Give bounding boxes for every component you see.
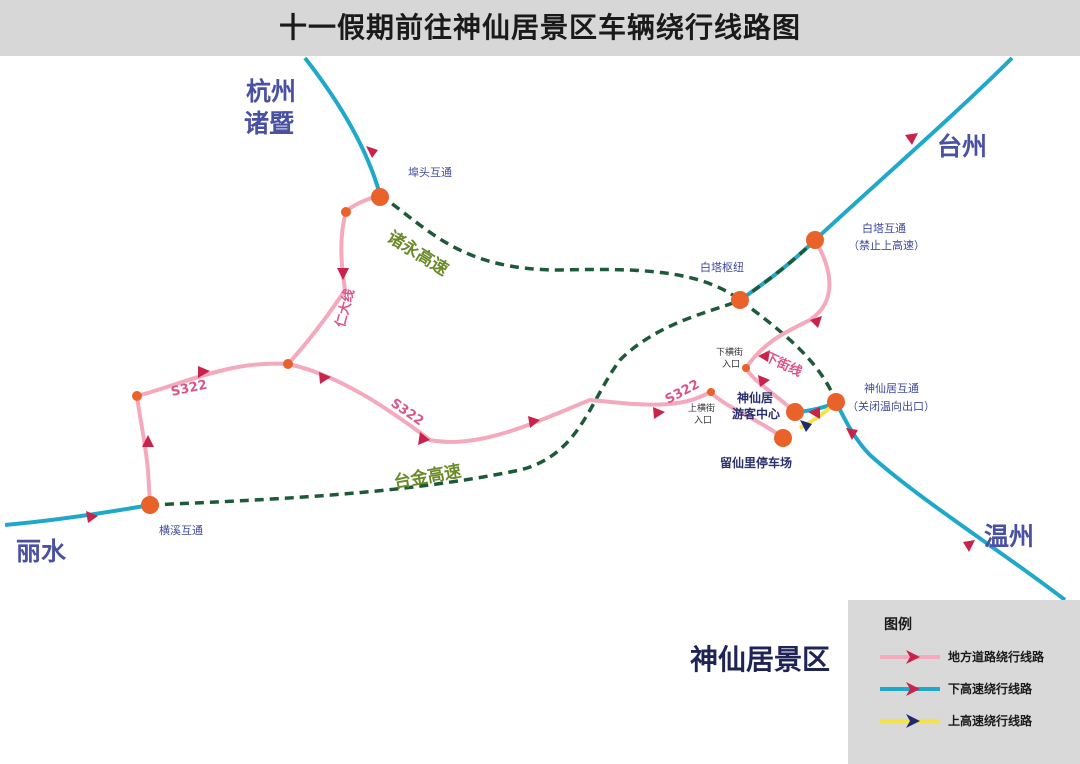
label-shenxianju-note: （关闭温向出口）: [847, 399, 935, 413]
local-road-renda: [286, 193, 381, 366]
label-baita-interchange: 白塔互通: [862, 221, 906, 235]
label-shenxianju-interchange: 神仙居互通: [864, 381, 919, 395]
city-hangzhou: 杭州: [246, 77, 296, 106]
node-hengxi: [141, 496, 159, 514]
route-arrows: [86, 133, 975, 552]
node-s322-west: [132, 391, 142, 401]
onramp-arrow: [800, 420, 812, 432]
title-bar: 十一假期前往神仙居景区车辆绕行线路图: [0, 0, 1080, 56]
road-label-s322-a: S322: [170, 378, 209, 400]
legend-label-exit: 下高速绕行线路: [948, 682, 1033, 696]
node-baita-interchange: [806, 231, 824, 249]
expressway-hangzhou: [303, 56, 382, 196]
highway-label-taijin: 台金高速: [392, 460, 463, 492]
road-label-renda: 仁大线: [332, 287, 358, 329]
expressway-taizhou: [738, 56, 1014, 302]
highway-taijin: [149, 298, 741, 507]
node-s322-junction: [283, 359, 293, 369]
label-baita-note: （禁止上高速）: [848, 238, 925, 252]
road-label-xiajie: 下街线: [762, 349, 804, 380]
local-road-s322-west: [134, 361, 289, 506]
node-baita-hub: [731, 291, 749, 309]
label-futou: 埠头互通: [408, 165, 452, 179]
city-lishui: 丽水: [16, 537, 67, 566]
label-shanghengjie-2: 入口: [694, 415, 712, 426]
label-visitor-center-2: 游客中心: [732, 406, 780, 421]
interchange-nodes: [132, 188, 845, 514]
label-baita-hub: 白塔枢纽: [700, 260, 744, 274]
scenic-area-title: 神仙居景区: [690, 643, 831, 676]
node-xiahengjie: [742, 364, 750, 372]
node-liuxianli: [774, 429, 792, 447]
expressway-lishui: [4, 503, 151, 527]
highway-to-shenxianju: [738, 298, 838, 403]
legend-arrow-local-icon: [906, 650, 920, 664]
node-visitor-center: [786, 403, 804, 421]
highway-zhuyong: [378, 193, 742, 302]
label-visitor-center-1: 神仙居: [737, 390, 773, 405]
map-title: 十一假期前往神仙居景区车辆绕行线路图: [278, 11, 801, 44]
highway-label-zhuyong: 诸永高速: [383, 226, 452, 280]
legend-label-onramp: 上高速绕行线路: [948, 714, 1033, 728]
legend-arrow-onramp-icon: [906, 714, 920, 728]
local-road-s322-east: [287, 362, 785, 444]
legend-item-exit: 下高速绕行线路: [878, 678, 1078, 698]
legend-arrow-exit-icon: [906, 682, 920, 696]
label-hengxi: 横溪互通: [159, 523, 203, 537]
node-shenxianju: [827, 393, 845, 411]
legend-panel: 图例 地方道路绕行线路 下高速绕行线路 上高速绕行线路: [848, 600, 1080, 764]
label-xiahengjie-1: 下横街: [716, 346, 743, 358]
legend-item-onramp: 上高速绕行线路: [878, 710, 1078, 730]
label-xiahengjie-2: 入口: [722, 359, 740, 370]
label-shanghengjie-1: 上横街: [688, 402, 715, 414]
label-liuxianli: 留仙里停车场: [720, 455, 792, 470]
node-futou: [371, 188, 389, 206]
expressway-wenzhou: [834, 401, 1067, 602]
node-renda-top: [341, 207, 351, 217]
city-wenzhou: 温州: [984, 522, 1034, 551]
city-taizhou: 台州: [937, 132, 987, 161]
legend-label-local: 地方道路绕行线路: [948, 650, 1045, 664]
legend-title: 图例: [884, 617, 912, 633]
city-zhuji: 诸暨: [244, 109, 294, 138]
highway-baita-link: [739, 238, 817, 302]
legend-item-local: 地方道路绕行线路: [878, 646, 1078, 666]
node-shanghengjie: [707, 388, 715, 396]
